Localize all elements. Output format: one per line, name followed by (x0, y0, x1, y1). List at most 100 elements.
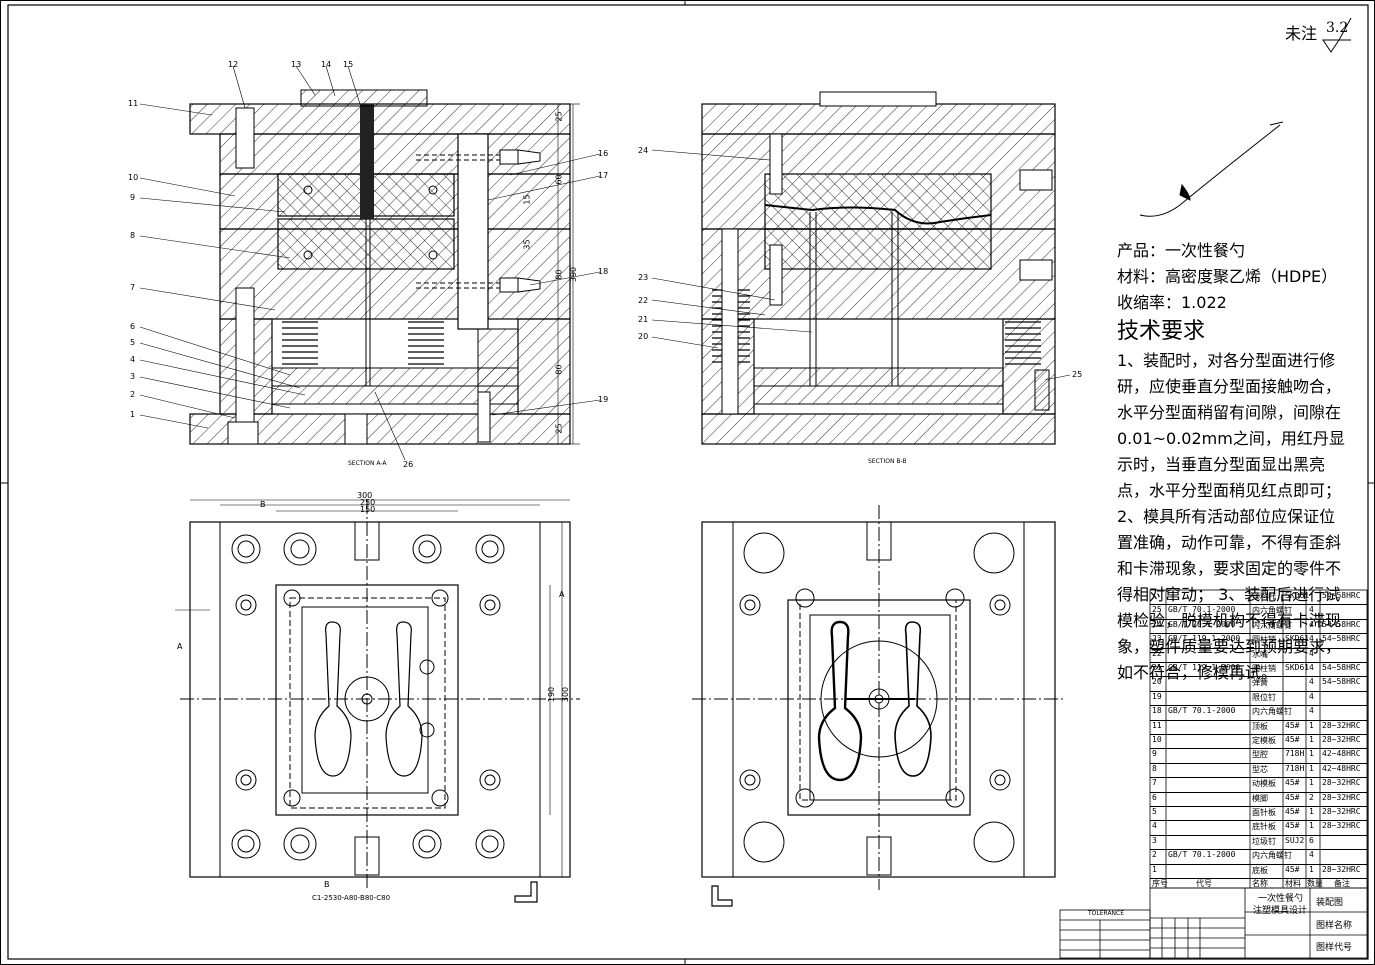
bom-row-divider (1150, 777, 1367, 779)
bom-cell-note: 54~58HRC (1322, 677, 1361, 687)
bom-cell-name: 顶料杆 (1252, 592, 1276, 601)
bom-row-divider (1150, 734, 1367, 735)
bom-row-divider (1150, 834, 1367, 836)
bom-cell-qty: 4 (1309, 605, 1314, 615)
bom-cell-name: 内六角螺钉 (1252, 851, 1292, 861)
part-no-10: 10 (128, 173, 139, 182)
section-b-label: SECTION B-B (868, 458, 907, 465)
bom-cell-no: 9 (1152, 749, 1157, 759)
part-no-18: 18 (598, 267, 609, 276)
section-mark-a-left: A (177, 642, 183, 651)
bom-cell-note: 54~58HRC (1322, 663, 1361, 672)
section-mark-b-top: B (260, 500, 266, 509)
part-no-15: 15 (343, 60, 354, 69)
part-no-3: 3 (130, 372, 136, 381)
bom-cell-name: 水嘴 (1252, 649, 1268, 659)
bom-cell-qty: 4 (1309, 850, 1314, 860)
bom-row-divider (1150, 647, 1367, 649)
bom-cell-material: 718H (1285, 749, 1305, 759)
title-drawing-code-label: 图样代号 (1316, 943, 1353, 953)
product-line: 产品：一次性餐勺 (1117, 241, 1246, 260)
bom-cell-qty: 2 (1309, 792, 1314, 802)
dim-60: 60 (554, 174, 564, 185)
section-mark-a-right: A (559, 590, 565, 599)
part-no-8: 8 (130, 231, 136, 240)
bom-cell-name: 限位钉 (1252, 692, 1276, 702)
shrink-line: 收缩率：1.022 (1117, 293, 1227, 312)
bom-cell-note: 54~58HRC (1322, 619, 1361, 629)
bom-row-divider (1150, 748, 1367, 750)
plan-view-moving-half (175, 499, 580, 903)
bom-cell-material: 718H (1285, 763, 1305, 773)
bom-row-divider (1150, 705, 1367, 707)
bom-cell-name: 面针板 (1252, 808, 1276, 817)
bom-cell-note: 54~58HRC (1322, 591, 1361, 600)
bom-cell-qty: 1 (1309, 749, 1314, 759)
bom-cell-qty: 4 (1309, 677, 1314, 687)
bom-cell-note: 28~32HRC (1322, 864, 1361, 874)
dim-15: 15 (522, 194, 532, 205)
bom-cell-material: SUJ2 (1285, 835, 1305, 845)
bom-cell-qty: 4 (1309, 706, 1314, 716)
section-a-label: SECTION A-A (348, 460, 387, 467)
bom-cell-no: 5 (1152, 807, 1157, 816)
bom-cell-name: 底板 (1252, 865, 1268, 875)
requirement-item-2: 2、模具所有活动部位应保证位置准确，动作可靠，不得有歪斜和卡滞现象，要求固定的零… (1117, 507, 1342, 604)
part-no-17: 17 (598, 171, 609, 180)
bom-row-divider (1150, 618, 1367, 620)
bom-cell-no: 8 (1152, 763, 1157, 773)
bom-cell-name: 型腔 (1252, 750, 1268, 760)
dim-300-vertical: 300 (561, 686, 571, 703)
dim-25-top: 25 (554, 111, 564, 122)
bom-header-code: 代号 (1196, 879, 1212, 888)
part-no-12: 12 (228, 60, 239, 69)
dim-25-bottom: 25 (554, 423, 564, 434)
bom-cell-material: 45# (1285, 792, 1300, 802)
bom-cell-no: 22 (1152, 648, 1162, 658)
bom-cell-note: 28~32HRC (1322, 807, 1361, 816)
bom-header-material: 材料 (1285, 879, 1301, 888)
part-no-9: 9 (130, 193, 136, 202)
bom-row-divider (1150, 690, 1367, 692)
bom-cell-qty: 1 (1309, 864, 1314, 874)
bom-row-divider (1150, 863, 1367, 865)
part-no-25: 25 (1072, 370, 1083, 379)
bom-cell-no: 24 (1152, 619, 1162, 629)
bom-cell-code: GB/T 119.1-2000 (1168, 663, 1241, 672)
bom-cell-qty: 6 (1309, 835, 1314, 845)
bom-cell-note: 28~32HRC (1322, 821, 1361, 831)
bom-cell-name: 内六角螺钉 (1252, 606, 1292, 616)
bom-cell-code: GB/T 70.1-2000 (1168, 850, 1236, 860)
plan-view-fixed-half (692, 505, 1065, 907)
part-no-14: 14 (321, 60, 332, 69)
bom-cell-note: 42~48HRC (1322, 749, 1361, 759)
bom-cell-name: 底针板 (1252, 822, 1276, 832)
bom-cell-qty: 4 (1309, 634, 1314, 644)
dim-190: 190 (547, 686, 557, 703)
bom-header-no: 序号 (1152, 879, 1168, 888)
part-no-24: 24 (638, 146, 649, 155)
dim-35: 35 (522, 239, 532, 250)
inner-border (7, 4, 1369, 960)
part-no-21: 21 (638, 315, 649, 324)
title-project-2: 注塑模具设计 (1253, 906, 1308, 916)
bom-row-divider (1150, 806, 1367, 807)
dim-390: 390 (569, 266, 579, 283)
title-drawing-type: 装配图 (1316, 898, 1344, 908)
mold-base-code: C1-2530-A80-B80-C80 (312, 894, 391, 902)
dim-150: 150 (360, 505, 376, 514)
bom-cell-material: 45# (1285, 720, 1300, 730)
bom-cell-name: 定模板 (1252, 736, 1276, 745)
bom-cell-code: GB/T 70.1-2000 (1168, 706, 1236, 716)
bom-cell-no: 25 (1152, 605, 1162, 615)
bom-cell-material: 45# (1285, 807, 1300, 816)
bom-cell-no: 23 (1152, 634, 1162, 644)
bom-cell-qty: 4 (1309, 691, 1314, 701)
bom-cell-name: 内六角螺钉 (1252, 620, 1292, 630)
tolerance-label: TOLERANCE (1088, 910, 1125, 917)
part-no-4: 4 (130, 355, 136, 364)
bom-cell-name: 顶板 (1252, 721, 1268, 731)
bom-cell-name: 圆柱销 (1252, 664, 1276, 673)
bom-header-note: 备注 (1334, 879, 1350, 888)
product-spec-block: 产品：一次性餐勺 材料：高密度聚乙烯（HDPE） 收缩率：1.022 技术要求 … (1117, 238, 1347, 686)
